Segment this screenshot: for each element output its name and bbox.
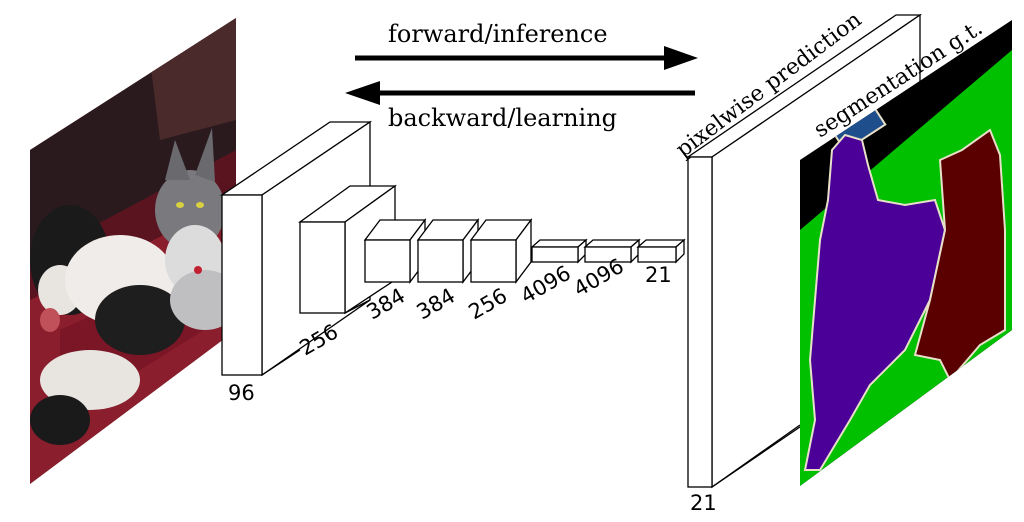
layer-label-384-b: 384 (413, 283, 460, 324)
input-photo (30, 18, 236, 484)
backward-arrow (345, 81, 695, 105)
prediction-depth-label: 21 (690, 491, 717, 515)
layer-21 (636, 238, 686, 264)
gt-dog-region (803, 133, 947, 471)
backward-label: backward/learning (388, 104, 617, 132)
layer-256-b (469, 218, 533, 284)
forward-arrow (355, 46, 698, 70)
layer-label-21: 21 (645, 263, 672, 287)
forward-label: forward/inference (388, 20, 608, 48)
layer-384-b (416, 218, 480, 284)
layer-384-a (363, 218, 427, 284)
gt-cat-region (913, 128, 1006, 382)
layer-4096-b (583, 238, 641, 264)
layer-4096-a (530, 238, 588, 264)
layer-label-256-b: 256 (465, 283, 512, 324)
layer-label-96: 96 (228, 381, 255, 405)
